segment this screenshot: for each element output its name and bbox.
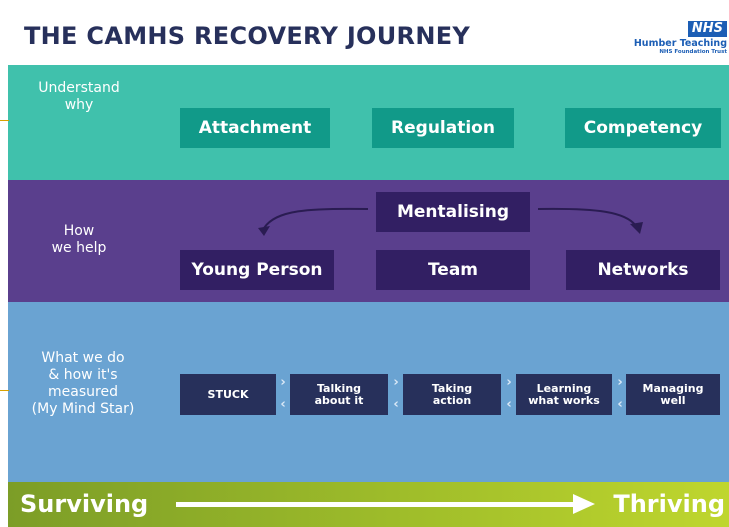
trust-subtitle: NHS Foundation Trust [659, 49, 727, 55]
step-managing-line2: well [660, 393, 686, 407]
chevron-left-icon: ‹ [617, 397, 623, 412]
step-learning-what-works: Learning what works [516, 374, 612, 415]
arrow-left-head [258, 226, 270, 236]
measure-band: What we do & how it's measured (My Mind … [8, 302, 729, 482]
mentalising-arrows [258, 207, 643, 236]
chevron-left-icon: ‹ [393, 397, 399, 412]
nhs-badge: NHS [687, 21, 727, 37]
step-stuck: STUCK [180, 374, 276, 415]
surviving-thriving-band: Surviving Thriving [8, 482, 729, 527]
step-stuck-line1: STUCK [207, 387, 249, 401]
measure-label: What we do & how it's measured (My Mind … [12, 350, 154, 418]
arrow-left-curve [263, 207, 369, 229]
mentalising-box: Mentalising [376, 192, 530, 232]
measure-label-line1: What we do [41, 350, 125, 366]
header: THE CAMHS RECOVERY JOURNEY NHS Humber Te… [8, 8, 729, 65]
step-taking-action: Taking action [403, 374, 501, 415]
regulation-box: Regulation [372, 108, 514, 148]
step-managing-line1: Managing [642, 381, 704, 395]
step-learning-line1: Learning [536, 381, 592, 395]
recovery-journey-diagram: THE CAMHS RECOVERY JOURNEY NHS Humber Te… [8, 8, 729, 527]
arrow-right-curve [537, 207, 637, 227]
chevron-right-icon: › [280, 375, 286, 390]
step-talking-about-it: Talking about it [290, 374, 388, 415]
side-marker-top [0, 120, 9, 121]
measure-label-line3: measured [48, 384, 118, 400]
measure-label-line4: (My Mind Star) [31, 401, 135, 417]
side-marker-bottom [0, 390, 9, 391]
understand-band: Understand why Attachment Regulation Com… [8, 65, 729, 180]
step-talking-line1: Talking [316, 381, 362, 395]
chevron-right-icon: › [393, 375, 399, 390]
understand-label-line2: why [64, 97, 94, 113]
trust-name: Humber Teaching [633, 38, 727, 49]
help-label: How we help [14, 223, 144, 257]
measure-label-line2: & how it's [48, 367, 118, 383]
help-label-line1: How [63, 223, 95, 239]
chevron-left-icon: ‹ [506, 397, 512, 412]
team-box: Team [376, 250, 530, 290]
step-managing-well: Managing well [626, 374, 720, 415]
step-learning-line2: what works [528, 393, 600, 407]
young-person-box: Young Person [180, 250, 334, 290]
progress-arrow-shaft [176, 502, 576, 507]
understand-label: Understand why [14, 80, 144, 114]
competency-box: Competency [565, 108, 721, 148]
step-talking-line2: about it [314, 393, 364, 407]
page-title: THE CAMHS RECOVERY JOURNEY [24, 22, 471, 50]
chevron-right-icon: › [617, 375, 623, 390]
attachment-box: Attachment [180, 108, 330, 148]
help-label-line2: we help [51, 240, 107, 256]
surviving-label: Surviving [20, 490, 149, 518]
arrow-right-icon [573, 494, 595, 514]
chevron-left-icon: ‹ [280, 397, 286, 412]
step-taking-line1: Taking [431, 381, 473, 395]
networks-box: Networks [566, 250, 720, 290]
step-taking-line2: action [432, 393, 472, 407]
chevron-right-icon: › [506, 375, 512, 390]
nhs-logo: NHS Humber Teaching NHS Foundation Trust [627, 17, 727, 56]
help-band: How we help Mentalising Young Person Tea… [8, 180, 729, 302]
understand-label-line1: Understand [38, 80, 120, 96]
arrow-right-head [630, 222, 643, 234]
thriving-label: Thriving [613, 490, 725, 518]
